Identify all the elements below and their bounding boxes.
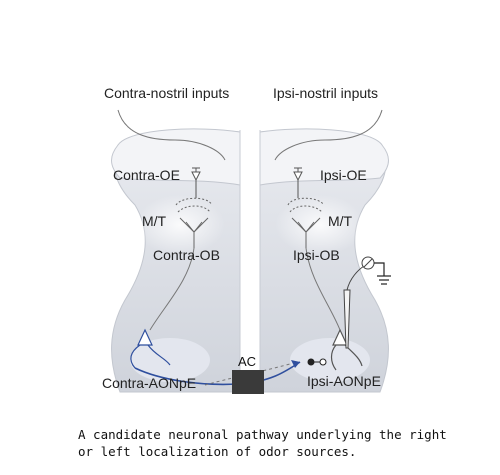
midline-septum xyxy=(240,130,260,392)
ipsi-aonpe-label: Ipsi-AONpE xyxy=(307,373,381,389)
ground-icon xyxy=(374,262,391,285)
commissural-dashed xyxy=(204,363,291,386)
ipsi-glomerulus xyxy=(287,197,325,248)
contra-glomerulus xyxy=(175,197,213,248)
ipsi-oe-neuron xyxy=(293,167,303,198)
left-hemisphere xyxy=(111,128,241,393)
ipsi-oe-label: Ipsi-OE xyxy=(320,167,367,183)
contra-input-curve xyxy=(117,109,226,161)
contra-inputs-label: Contra-nostril inputs xyxy=(104,85,229,101)
contra-aonpe-label: Contra-AONpE xyxy=(102,375,196,391)
ipsi-inputs-label: Ipsi-nostril inputs xyxy=(273,85,378,101)
contra-oe-label: Contra-OE xyxy=(113,167,180,183)
ac-label: AC xyxy=(238,354,256,369)
ipsi-ob-label: Ipsi-OB xyxy=(293,247,340,263)
mt-left-label: M/T xyxy=(142,213,167,229)
ipsi-ob-axon xyxy=(305,247,341,331)
contra-ob-axon xyxy=(149,247,195,331)
contra-oe-neuron xyxy=(191,167,201,198)
mt-right-label: M/T xyxy=(328,213,353,229)
ac-block xyxy=(232,370,264,394)
ipsi-input-curve xyxy=(274,109,383,161)
contra-aonpe-neuron xyxy=(130,328,171,369)
figure-caption: A candidate neuronal pathway underlying … xyxy=(78,427,447,459)
contra-ob-label: Contra-OB xyxy=(153,247,220,263)
pathway-arrowhead xyxy=(291,360,300,368)
stimulus-electrode-icon xyxy=(307,358,327,366)
recording-electrode-icon xyxy=(343,256,375,349)
